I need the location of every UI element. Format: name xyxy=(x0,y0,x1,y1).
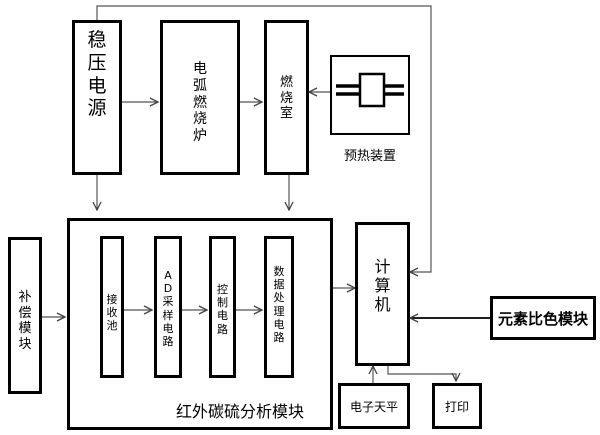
power-supply-label: 稳压电源 xyxy=(87,29,107,120)
arc-furnace-block: 电弧燃烧炉 xyxy=(160,20,240,175)
combustion-chamber-block: 燃烧室 xyxy=(264,20,309,175)
colorimetric-block: 元素比色模块 xyxy=(490,296,596,340)
balance-label: 电子天平 xyxy=(349,400,398,414)
combustion-chamber-label: 燃烧室 xyxy=(279,75,293,122)
preheater-symbol xyxy=(336,72,404,108)
preheater-label: 预热装置 xyxy=(343,149,396,164)
arrow-computer-to-printer xyxy=(387,366,456,381)
printer-block: 打印 xyxy=(432,383,482,429)
colorimetric-label: 元素比色模块 xyxy=(497,310,588,328)
analysis-module-label: 红外碳硫分析模块 xyxy=(175,402,304,421)
computer-block: 计算机 xyxy=(355,222,410,366)
data-processing-label: 数据处理电路 xyxy=(273,265,285,344)
ad-sampling-block: AD采样电路 xyxy=(154,236,182,378)
receiving-cell-block: 接收池 xyxy=(100,236,124,378)
control-circuit-block: 控制电路 xyxy=(209,236,236,378)
preheater-block xyxy=(330,55,410,135)
ad-sampling-label: AD采样电路 xyxy=(162,269,174,348)
computer-label: 计算机 xyxy=(374,257,391,315)
receiving-cell-label: 接收池 xyxy=(106,293,118,333)
data-processing-block: 数据处理电路 xyxy=(264,236,294,378)
analysis-module-block: 红外碳硫分析模块 xyxy=(67,218,333,430)
printer-label: 打印 xyxy=(444,400,469,414)
feedback-loop-line xyxy=(96,5,432,272)
balance-block: 电子天平 xyxy=(338,383,410,429)
control-circuit-label: 控制电路 xyxy=(217,283,228,336)
arc-furnace-label: 电弧燃烧炉 xyxy=(193,61,207,145)
power-supply-block: 稳压电源 xyxy=(72,20,122,175)
compensation-block: 补偿模块 xyxy=(8,237,42,394)
compensation-label: 补偿模块 xyxy=(18,290,32,352)
